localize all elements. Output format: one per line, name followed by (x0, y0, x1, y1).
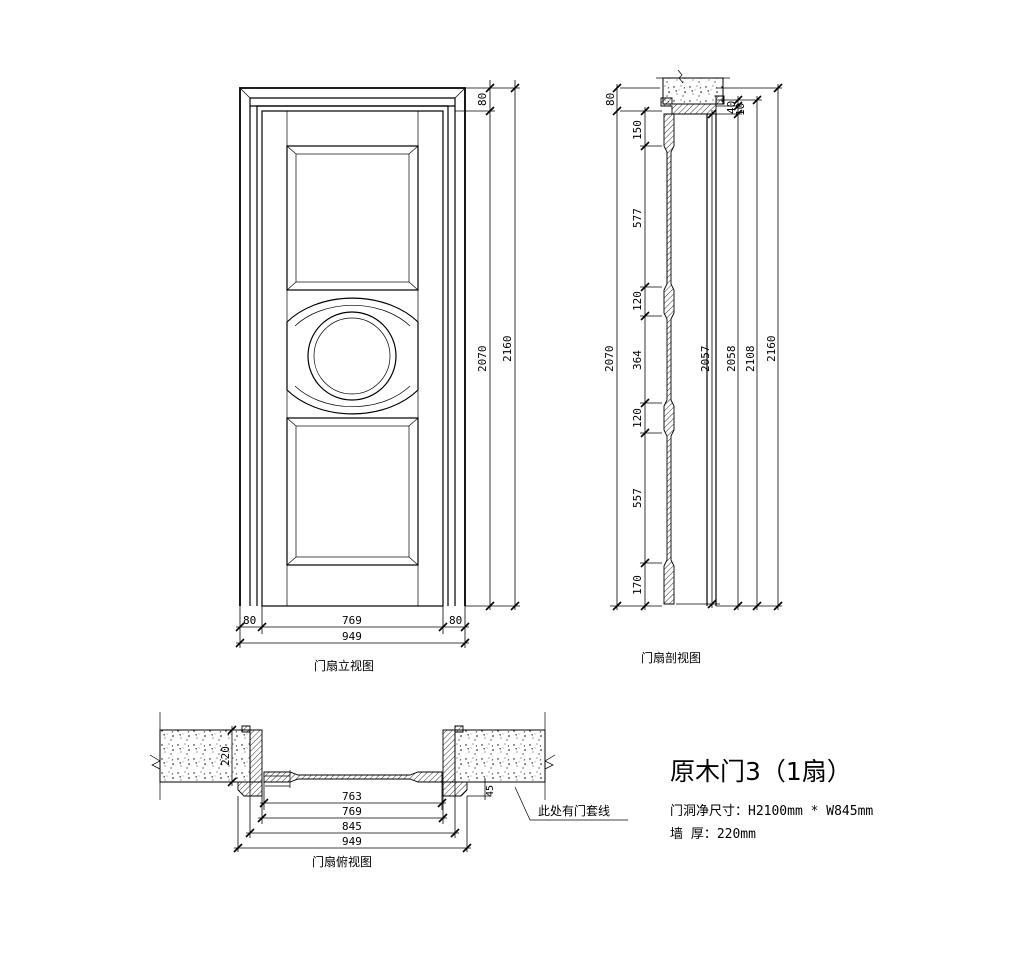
dim-sec-rail-170: 170 (631, 575, 644, 595)
wall-thickness-note: 墙 厚：220mm (670, 827, 756, 842)
dim-sec-panel-577: 577 (631, 208, 644, 228)
dim-sec-2058: 2058 (725, 346, 738, 373)
dim-elev-total-height: 2160 (501, 336, 514, 363)
dim-elev-left-frame: 80 (243, 614, 256, 627)
dim-plan-769: 769 (342, 805, 362, 818)
plan-wall-right (454, 729, 546, 783)
dim-sec-top-frame: 80 (604, 93, 617, 106)
drawing-title: 原木门3（1扇） (670, 757, 852, 786)
center-round-panel (307, 311, 397, 401)
dim-sec-rail-150: 150 (631, 120, 644, 140)
dim-sec-rail-120a: 120 (631, 291, 644, 311)
dim-elev-leaf-width: 769 (342, 614, 362, 627)
dim-sec-40: 40 (725, 101, 738, 114)
dim-elev-total-width: 949 (342, 630, 362, 643)
dim-sec-panel-557: 557 (631, 488, 644, 508)
dim-plan-casing: 45 (485, 785, 496, 797)
info-block: 原木门3（1扇） 门洞净尺寸：H2100mm * W845mm 墙 厚：220m… (670, 757, 873, 842)
dim-elev-right-frame: 80 (449, 614, 462, 627)
section-caption: 门扇剖视图 (641, 650, 701, 665)
section-view: 80 150 577 120 364 120 557 170 2070 40 1… (603, 69, 783, 665)
plan-view: 220 45 此处有门套线 763 769 845 949 门扇 (149, 712, 628, 869)
dim-sec-2160: 2160 (765, 336, 778, 363)
plan-door-leaf (263, 771, 443, 783)
dim-sec-2108: 2108 (744, 346, 757, 373)
dim-sec-panel-364: 364 (631, 350, 644, 370)
elevation-frame-inner (249, 97, 456, 606)
opening-size: 门洞净尺寸：H2100mm * W845mm (670, 804, 873, 819)
section-header-wall (662, 77, 724, 105)
dim-sec-rail-120b: 120 (631, 408, 644, 428)
plan-wall-left (159, 729, 251, 783)
dim-sec-2057: 2057 (699, 346, 712, 373)
elevation-frame-outer (239, 87, 466, 606)
dim-plan-763: 763 (342, 790, 362, 803)
door-leaf (261, 110, 444, 607)
dim-plan-845: 845 (342, 820, 362, 833)
elevation-view: 80 2070 2160 80 769 80 949 门扇立视图 (235, 80, 520, 673)
dim-plan-949: 949 (342, 835, 362, 848)
section-leaf-profile (663, 113, 675, 605)
elevation-caption: 门扇立视图 (314, 658, 374, 673)
dim-sec-overall: 2070 (603, 346, 616, 373)
dim-plan-wall: 220 (219, 746, 232, 766)
dim-sec-10: 10 (734, 103, 747, 116)
plan-callout: 此处有门套线 (538, 803, 610, 818)
dim-elev-top-frame: 80 (476, 93, 489, 106)
plan-caption: 门扇俯视图 (312, 854, 372, 869)
dim-elev-leaf-height: 2070 (476, 346, 489, 373)
bottom-panel (286, 417, 419, 566)
callout-leader (514, 786, 531, 821)
top-panel (286, 145, 419, 291)
